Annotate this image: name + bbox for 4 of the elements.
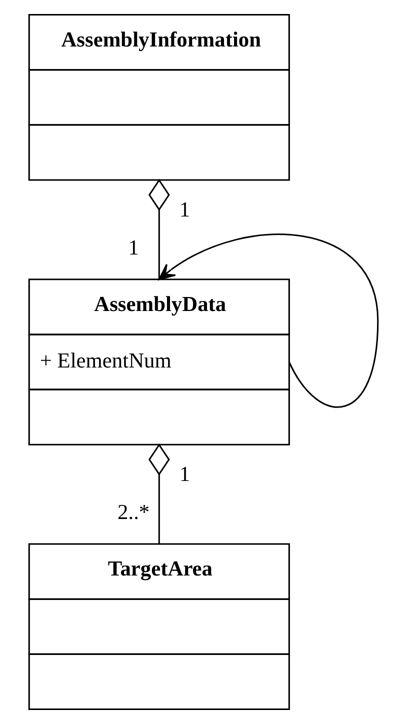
label: 1 <box>178 462 190 486</box>
label: 1 <box>178 197 190 222</box>
label: 1 <box>128 235 138 260</box>
label: 2..* <box>117 500 150 524</box>
